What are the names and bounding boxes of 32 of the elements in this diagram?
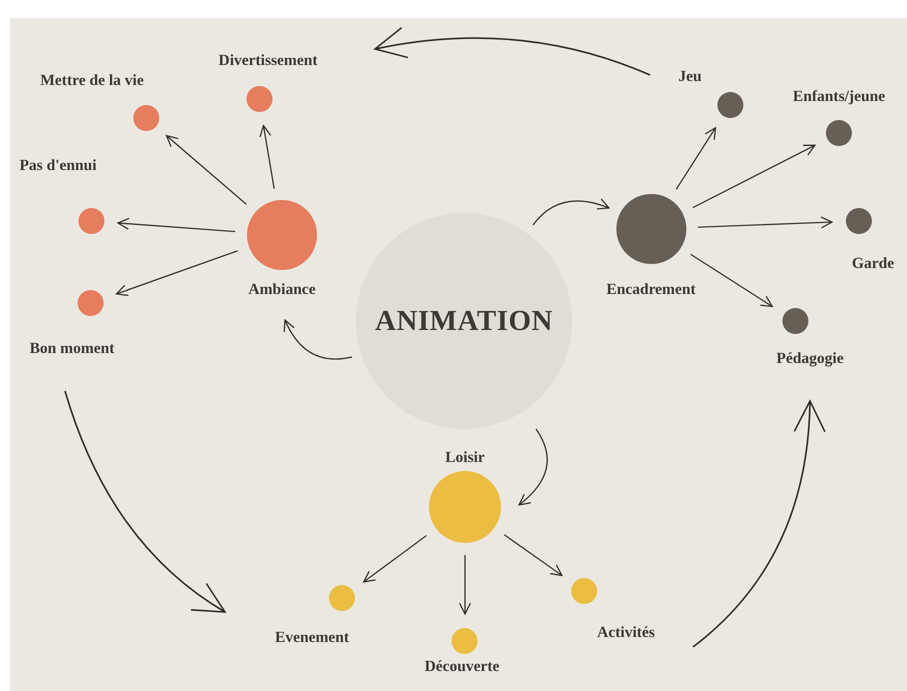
node-label: Garde <box>852 254 894 272</box>
arrow <box>698 216 833 228</box>
node-label: Découverte <box>424 656 500 676</box>
node-label: Ambiance <box>248 280 316 298</box>
arrow <box>518 428 548 506</box>
node-label: Activités <box>597 622 655 642</box>
node-label: Pas d'ennui <box>19 156 97 174</box>
curved-arrow <box>374 28 650 76</box>
node-label: Pédagogie <box>776 348 844 368</box>
arrow <box>690 254 773 308</box>
node-label: Encadrement <box>606 280 696 298</box>
arrow <box>363 535 427 583</box>
arrow <box>504 534 563 576</box>
arrow <box>676 127 716 190</box>
arrow <box>532 198 610 226</box>
arrow <box>459 555 471 615</box>
arrow <box>259 125 275 189</box>
node-label: Jeu <box>678 66 702 86</box>
arrow <box>284 319 352 360</box>
arrow <box>117 218 236 232</box>
node-label: Divertissement <box>218 50 318 70</box>
curved-arrow <box>692 400 825 648</box>
node-label: Bon moment <box>30 338 114 358</box>
arrow <box>692 144 816 208</box>
curved-arrow <box>64 390 226 613</box>
node-label: Evenement <box>274 628 350 646</box>
arrow <box>166 135 247 205</box>
node-label: Loisir <box>445 448 485 466</box>
arrow <box>116 250 238 296</box>
node-label: Mettre de la vie <box>40 70 144 90</box>
node-label: Enfants/jeune <box>792 86 886 106</box>
central-title: ANIMATION <box>375 304 553 338</box>
